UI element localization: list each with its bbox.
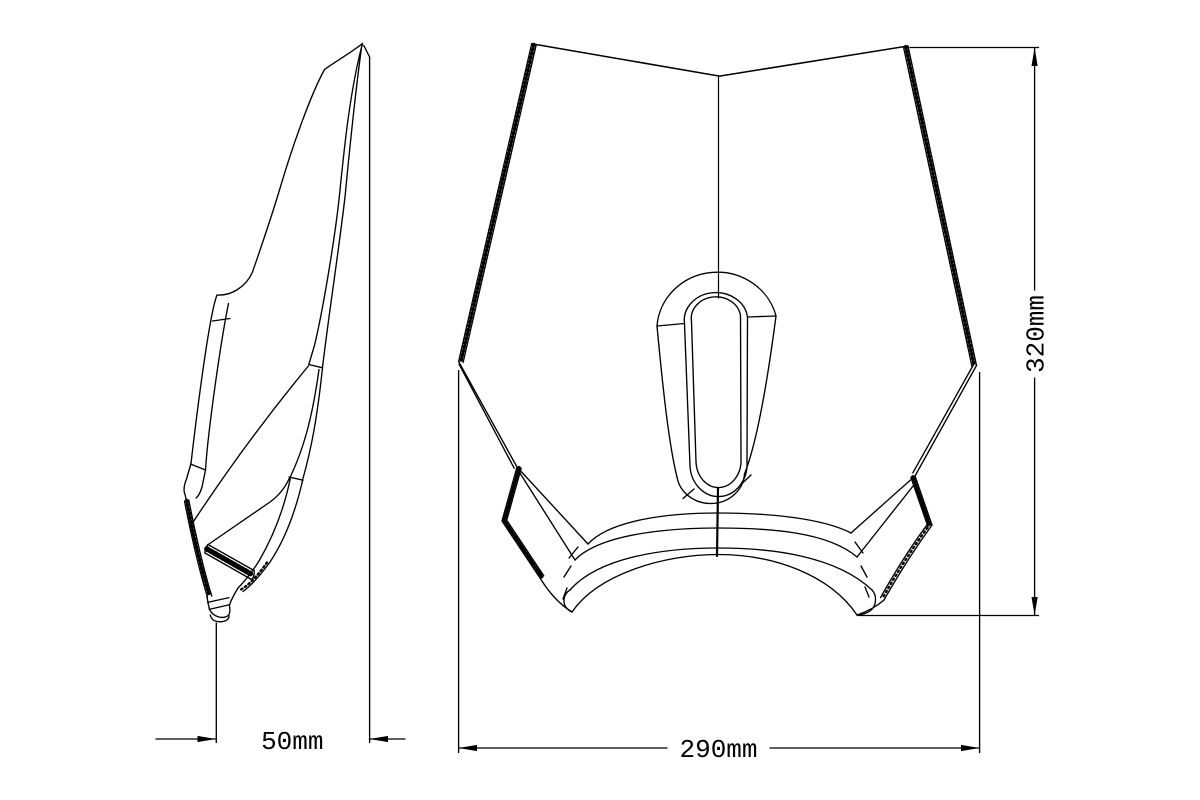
front-right-edge-outer <box>907 45 978 367</box>
dimension-depth: 50mm <box>155 44 406 757</box>
front-left-edge-inner <box>462 44 537 364</box>
front-left-ear-edge2b <box>505 517 545 577</box>
front-right-wing-edge2b <box>879 522 930 599</box>
front-left-sliver-1 <box>457 360 518 468</box>
front-keyhole-bell-right <box>743 315 777 475</box>
front-rim-tick-right <box>740 474 752 486</box>
front-slot-inner-left <box>690 320 697 463</box>
front-slot-inner-top <box>690 296 742 323</box>
front-right-wing-hatch2 <box>881 522 932 601</box>
height-arrowhead-bottom <box>1031 597 1038 616</box>
front-left-diag-2 <box>517 469 576 561</box>
side-slot-top <box>207 543 255 572</box>
front-rim-tick-left <box>682 488 695 500</box>
side-slot-bottom <box>204 552 253 581</box>
front-right-sliver-2 <box>912 363 975 474</box>
front-slot-inner-bottom <box>695 458 742 489</box>
dimension-width: 290mm <box>457 370 981 765</box>
front-right-edge-hatch <box>904 44 976 368</box>
front-slot-outer-top <box>683 291 749 325</box>
front-keyhole-dome <box>656 271 777 327</box>
front-center-line-lower <box>715 486 720 558</box>
front-left-sliver-2 <box>458 363 515 469</box>
front-right-sliver-1 <box>914 364 978 477</box>
side-foot-ankle1 <box>206 596 230 604</box>
front-band-tick-r2 <box>860 565 868 578</box>
depth-extension-line-right <box>362 44 371 743</box>
front-slot-outer-right <box>746 316 749 463</box>
side-foot-ankle2 <box>208 603 231 611</box>
front-slot-outer-left <box>683 322 691 467</box>
side-diagonal-1 <box>189 365 310 527</box>
side-left-outline <box>183 42 364 502</box>
front-left-ear-edge1 <box>501 466 518 522</box>
side-lower-right-edge1 <box>237 476 292 589</box>
front-band-left-cap <box>563 589 573 613</box>
side-view-drawing <box>183 42 364 623</box>
front-right-wing-hatch1 <box>911 475 932 528</box>
width-arrowhead-right <box>961 744 980 752</box>
front-keyhole-bell-bottom <box>676 473 746 505</box>
front-keyhole-connector-left <box>656 322 686 327</box>
front-left-ear-edge1b <box>505 467 522 523</box>
front-right-wing-edge1 <box>914 475 933 526</box>
front-right-diag-2 <box>856 480 918 558</box>
dimension-annotations: 50mm 290mm 320mm <box>155 44 1052 765</box>
side-knee-tick <box>308 363 324 369</box>
width-arrowhead-left <box>458 744 477 752</box>
front-band-tick-r1 <box>854 541 864 554</box>
width-dimension-label: 290mm <box>679 735 757 765</box>
side-lower-right-hatch <box>239 561 269 591</box>
height-dimension-label: 320mm <box>1022 295 1052 373</box>
side-facet-tick-top <box>211 317 231 322</box>
height-arrowhead-top <box>1031 47 1038 66</box>
front-keyhole-bell-left <box>656 325 678 478</box>
side-facet-tick-left <box>189 463 207 471</box>
front-band-right-cap <box>856 589 877 616</box>
front-band-tick-l2 <box>563 565 572 578</box>
front-left-ear-hatch1 <box>502 465 521 524</box>
front-band-arc4 <box>571 553 858 616</box>
side-left-inner-line <box>195 302 230 499</box>
side-slot-right-cap <box>250 569 255 581</box>
side-foot-lip <box>209 614 230 623</box>
dimension-height: 320mm <box>857 46 1052 617</box>
depth-dimension-label: 50mm <box>261 727 323 757</box>
side-lower-right-edge2 <box>242 479 304 593</box>
front-left-edge-outer <box>457 43 533 363</box>
front-view-drawing <box>457 42 978 616</box>
side-right-outline-inner <box>321 44 363 369</box>
front-keyhole-connector-right <box>746 315 777 318</box>
depth-arrowhead-right <box>369 735 388 743</box>
front-band-tick-l3 <box>562 587 568 600</box>
front-right-edge-inner <box>902 46 973 368</box>
front-left-ear-hatch2 <box>502 518 544 579</box>
depth-arrowhead-left <box>197 735 216 743</box>
front-band-arc2 <box>574 527 858 561</box>
front-left-edge-hatch <box>459 42 536 364</box>
side-slot-hatch <box>204 546 256 578</box>
side-lower-left-hatch <box>184 498 211 596</box>
front-band-arc3 <box>569 547 873 591</box>
front-band-tick-r3 <box>864 586 870 598</box>
side-right-lower-outer <box>302 367 324 481</box>
side-diagonal-2 <box>208 477 291 545</box>
side-lower-left-edge-inner <box>188 499 213 597</box>
side-lower-left-edge-outer <box>183 500 209 598</box>
side-right-lower-inner <box>289 368 320 478</box>
front-right-diag-1 <box>850 475 916 534</box>
front-left-diag-1 <box>516 466 589 545</box>
front-left-ear-edge2 <box>501 520 541 579</box>
side-right-outline-outer <box>308 42 364 366</box>
front-top-edge <box>530 43 909 77</box>
front-slot-inner-right <box>739 314 742 460</box>
front-band-arc1 <box>587 512 852 545</box>
front-right-wing-edge2 <box>883 524 933 601</box>
side-tick2 <box>288 476 304 481</box>
side-foot-join <box>229 587 239 605</box>
front-band-tick-l1 <box>568 546 579 559</box>
front-slot-outer-bottom <box>689 461 748 498</box>
